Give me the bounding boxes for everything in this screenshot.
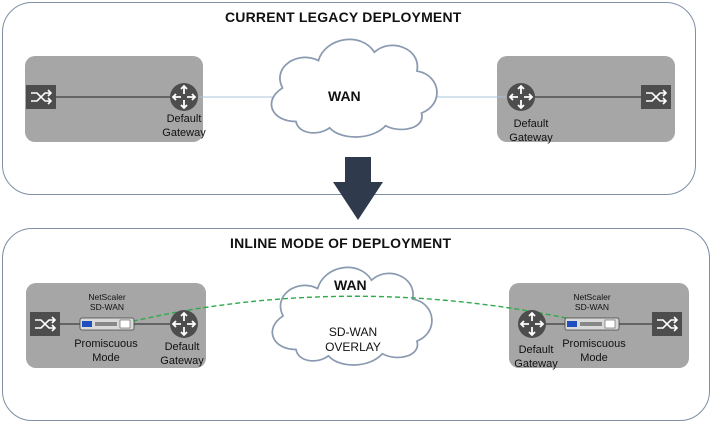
inline-title: INLINE MODE OF DEPLOYMENT <box>230 235 452 251</box>
legacy-left-router-icon <box>169 82 199 112</box>
inline-left-router-icon <box>169 309 199 339</box>
down-arrow-icon <box>333 157 383 220</box>
inline-left-switch-icon <box>29 311 61 337</box>
inline-left-sdwan-appliance-icon <box>79 317 135 331</box>
legacy-right-router-icon <box>506 82 536 112</box>
inline-right-router-icon <box>517 309 547 339</box>
inline-wan-label: WAN <box>334 277 367 293</box>
inline-right-sdwan-appliance-icon <box>564 317 620 331</box>
legacy-right-switch-icon <box>640 84 672 110</box>
legacy-title: CURRENT LEGACY DEPLOYMENT <box>225 9 462 25</box>
inline-right-switch-icon <box>651 311 683 337</box>
legacy-wan-label: WAN <box>328 88 361 104</box>
legacy-left-switch-icon <box>25 84 57 110</box>
